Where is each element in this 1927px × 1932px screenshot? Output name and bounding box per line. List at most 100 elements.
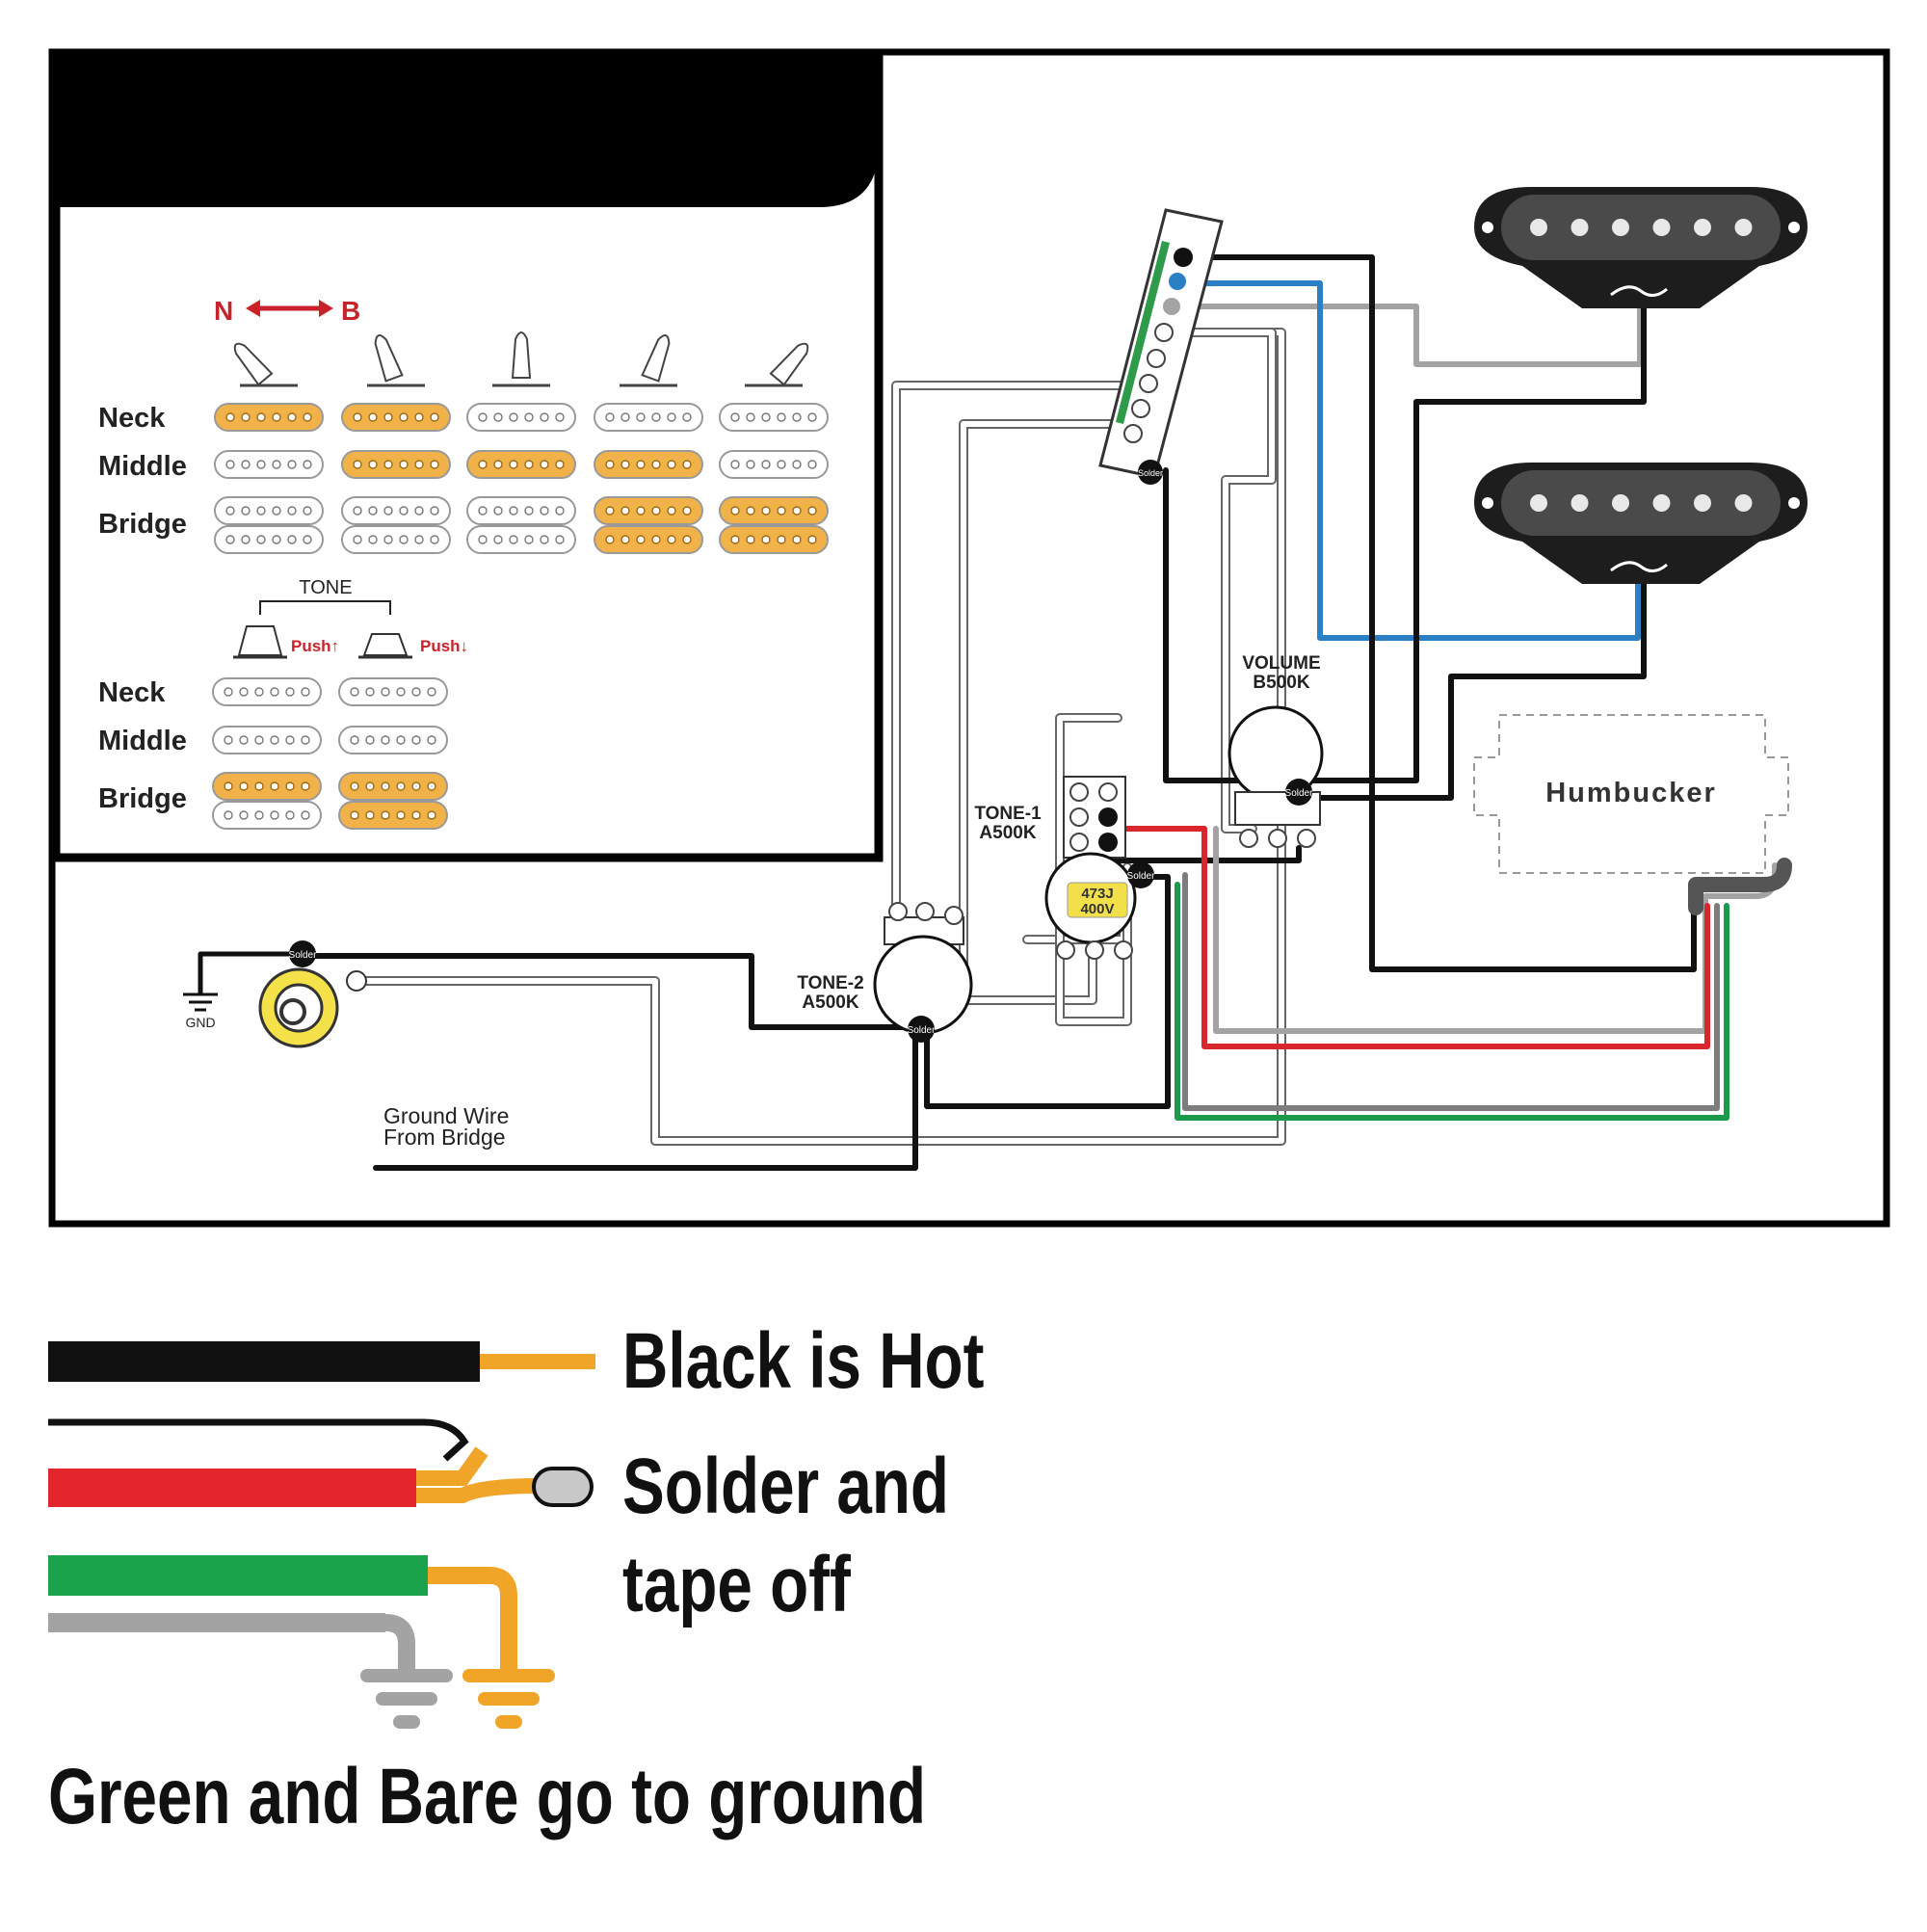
pickup-lead-eyelet <box>1610 285 1668 297</box>
five-way-switch[interactable]: Solder <box>1098 208 1224 485</box>
pole-piece <box>1734 219 1753 236</box>
bridge-coil-a <box>341 496 451 525</box>
switch-lever-icon <box>641 334 671 383</box>
switch-lever-icon <box>511 331 532 379</box>
bridge-coil-a <box>338 772 448 801</box>
legend-ground: Green and Bare go to ground <box>48 1752 926 1840</box>
legend-solder-joint <box>416 1446 541 1503</box>
switch-lug <box>1123 424 1143 443</box>
ground-symbol-icon <box>183 992 218 1012</box>
direction-arrowhead-left <box>246 300 260 317</box>
middle-single-coil-pickup[interactable] <box>1474 463 1808 584</box>
switch-position-columns <box>214 331 829 554</box>
neck-single-coil-pickup[interactable] <box>1474 187 1808 308</box>
humbucker-pickup[interactable]: Humbucker <box>1473 714 1789 874</box>
bridge-coil-b <box>212 801 322 830</box>
bridge-coil-b <box>214 525 324 554</box>
capacitor-line2: 400V <box>1080 901 1114 917</box>
tone2-solder-label: Solder <box>908 1025 937 1036</box>
row-label-bridge: Bridge <box>98 509 187 540</box>
switch-lug <box>1131 399 1150 418</box>
middle-coil <box>719 450 829 479</box>
volume-lug <box>1268 829 1287 848</box>
switch-solder-label: Solder <box>1138 468 1163 478</box>
tone1-pot[interactable]: TONE-1 A500K 473J 400V Solder <box>974 776 1156 960</box>
legend-solder-line1: Solder and <box>622 1442 949 1530</box>
switch-position-3 <box>466 331 576 554</box>
switch-lug <box>1163 298 1180 315</box>
legend-black-outline-wire <box>48 1418 469 1462</box>
wire-black-middle-pickup <box>1296 566 1647 801</box>
tone2-lug <box>888 902 908 921</box>
tone-state-2 <box>338 677 448 830</box>
volume-pot[interactable]: VOLUME B500K Solder <box>1227 653 1324 848</box>
bridge-coil-a <box>212 772 322 801</box>
push-pull-lug <box>1069 833 1089 852</box>
tone1-lug <box>1114 940 1133 960</box>
bridge-coil-a <box>719 496 829 525</box>
bridge-coil-b <box>466 525 576 554</box>
wire-black-neck-pickup <box>1163 286 1647 783</box>
tone1-solder-point <box>1127 861 1154 888</box>
jack-solder-point <box>289 940 316 967</box>
pole-piece <box>1571 494 1589 512</box>
wire-bare-neck-pickup <box>1174 286 1643 367</box>
pole-piece <box>1530 219 1547 236</box>
header-band <box>52 52 879 207</box>
switch-pcb-strip <box>1116 241 1170 424</box>
tone1-solder-label: Solder <box>1127 871 1156 882</box>
neck-coil <box>719 403 829 432</box>
bridge-coil-b <box>719 525 829 554</box>
direction-right-label: B <box>341 296 360 326</box>
push-down-label: Push↓ <box>420 637 468 655</box>
switch-lug <box>1154 323 1174 342</box>
humbucker-label: Humbucker <box>1545 778 1717 808</box>
tone2-solder-point <box>908 1016 935 1043</box>
tone-bracket <box>259 600 391 615</box>
ground-wire-line1: Ground Wire <box>383 1103 509 1128</box>
tone2-pot[interactable]: TONE-2 A500K Solder <box>797 902 973 1043</box>
wire-ground-switch-volume-inner <box>1173 330 1275 832</box>
pole-piece <box>1652 219 1671 236</box>
wire-black-bridge-ground <box>373 1028 918 1171</box>
ground-wire-line2: From Bridge <box>383 1125 506 1150</box>
legend-bare-core <box>384 1614 415 1672</box>
switch-chart: N B Neck Middle Bridge <box>98 296 829 554</box>
wire-black-jack-ground <box>198 951 305 995</box>
tone2-lug <box>944 906 964 925</box>
push-pull-lug <box>1069 782 1089 802</box>
neck-coil <box>338 677 448 706</box>
volume-name: VOLUME <box>1242 653 1320 674</box>
tone-chart: TONE Push↑ Push↓ Neck Middle Bridge <box>98 577 468 830</box>
jack-solder-label: Solder <box>289 950 318 961</box>
tone1-value: A500K <box>979 823 1036 843</box>
tone-state-1 <box>212 677 322 830</box>
push-up-label: Push↑ <box>291 637 339 655</box>
middle-coil <box>212 726 322 754</box>
row-label-neck: Neck <box>98 403 166 434</box>
switch-position-5 <box>719 342 829 554</box>
capacitor-body <box>1067 882 1128 918</box>
direction-left-label: N <box>214 296 233 326</box>
legend-black-wire-core <box>480 1354 595 1369</box>
middle-coil <box>214 450 324 479</box>
jack-sleeve <box>279 998 306 1025</box>
wire-ground-volume-inner <box>1057 715 1130 1024</box>
output-jack[interactable]: Solder <box>258 940 367 1048</box>
switch-position-2 <box>341 334 451 554</box>
tone2-name: TONE-2 <box>797 973 863 993</box>
push-pull-lug <box>1098 833 1118 852</box>
chart-panel-border <box>51 52 884 862</box>
tone1-name: TONE-1 <box>974 804 1042 824</box>
legend-tape-cap <box>532 1467 594 1507</box>
volume-lug <box>1239 829 1258 848</box>
neck-coil <box>212 677 322 706</box>
pickup-cover <box>1501 470 1781 536</box>
mount-hole <box>1788 497 1800 509</box>
wire-black-jack-hot <box>302 953 918 1030</box>
tone2-lug <box>915 902 935 921</box>
bridge-coil-b <box>338 801 448 830</box>
bridge-coil-b <box>594 525 703 554</box>
